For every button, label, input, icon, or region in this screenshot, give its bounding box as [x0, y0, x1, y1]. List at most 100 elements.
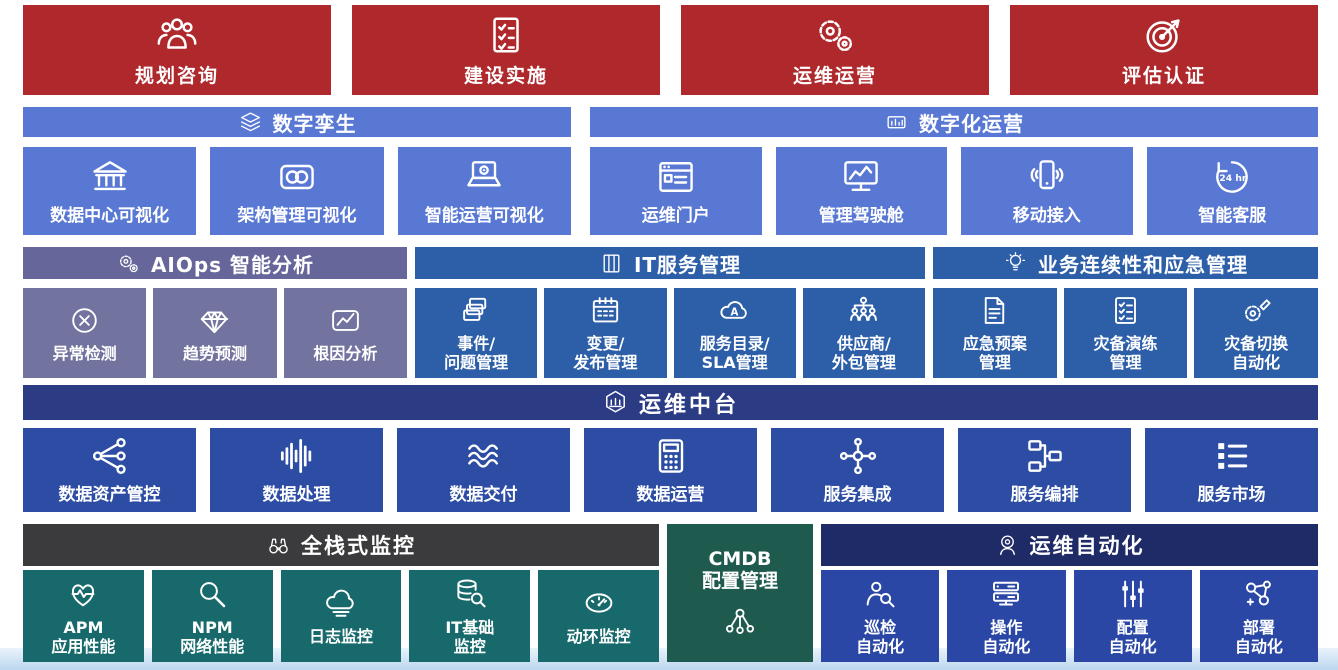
cmdb-label: CMDB 配置管理 — [701, 547, 778, 592]
digital-ops-section: 数字化运营 运维门户管理驾驶舱移动接入智能客服 — [590, 107, 1318, 235]
service-24h-icon — [1210, 155, 1254, 199]
monitor-chart-icon — [839, 155, 883, 199]
tile-emergency-plan-management: 应急预案 管理 — [933, 288, 1057, 378]
tile-label: 智能客服 — [1198, 206, 1267, 227]
tile-data-delivery: 数据交付 — [397, 428, 570, 512]
tile-log-monitoring: 日志监控 — [280, 570, 402, 662]
nodes-cross-icon — [836, 434, 880, 478]
tile-it-infrastructure-monitoring: IT基础 监控 — [409, 570, 531, 662]
tile-label: 日志监控 — [308, 627, 373, 647]
tile-label: 配置 自动化 — [1108, 617, 1157, 656]
tile-label: NPM 网络性能 — [180, 617, 245, 656]
waveform-icon — [275, 434, 319, 478]
bcm-section: 业务连续性和应急管理 应急预案 管理 灾备演练 管理 灾备切换 自动化 — [933, 247, 1319, 378]
middle-platform-tiles: 数据资产管控 数据处理 数据交付数据运营 服务集成 服务编排 服务市场 — [23, 428, 1318, 512]
tile-label: 数据运营 — [636, 485, 705, 506]
itsm-header-label: IT服务管理 — [633, 252, 742, 277]
tile-service-catalog-sla: 服务目录/ SLA管理 — [673, 288, 796, 378]
venn-box-icon — [275, 155, 319, 199]
tile-label: 数据资产管控 — [58, 485, 161, 506]
lifecycle-row: 规划咨询建设实施运维运营评估认证 — [23, 5, 1318, 95]
aiops-header-label: AIOps 智能分析 — [150, 252, 315, 277]
digital-sections: 数字孪生 数据中心可视化架构管理可视化智能运营可视化 数字化运营 运维门户管理驾… — [23, 107, 1318, 235]
org-tree-icon — [846, 293, 881, 328]
tile-label: 巡检 自动化 — [856, 617, 905, 656]
monitoring-header: 全栈式监控 — [23, 524, 659, 566]
bulb-icon — [1003, 251, 1028, 276]
bcm-header: 业务连续性和应急管理 — [933, 247, 1318, 279]
tile-label: 服务目录/ SLA管理 — [699, 334, 770, 372]
tile-label: 应急预案 管理 — [962, 334, 1027, 372]
tile-label: 趋势预测 — [182, 343, 247, 363]
circle-x-icon — [67, 303, 102, 338]
tile-service-orchestration: 服务编排 — [958, 428, 1131, 512]
tile-label: 服务编排 — [1010, 485, 1079, 506]
bcm-header-label: 业务连续性和应急管理 — [1038, 252, 1248, 277]
calculator-icon — [649, 434, 693, 478]
digital-twin-section: 数字孪生 数据中心可视化架构管理可视化智能运营可视化 — [23, 107, 571, 235]
it-ops-architecture-board: 规划咨询建设实施运维运营评估认证 数字孪生 数据中心可视化架构管理可视化智能运营… — [23, 5, 1319, 662]
tile-label: 数据处理 — [262, 485, 331, 506]
tile-incident-problem-management: 事件/ 问题管理 — [415, 288, 538, 378]
diamond-icon — [197, 303, 232, 338]
tile-label: 部署 自动化 — [1234, 617, 1283, 656]
tile-label: 服务集成 — [823, 485, 892, 506]
tile-planning-consulting: 规划咨询 — [23, 5, 331, 95]
bottom-sections: 全栈式监控 APM 应用性能 NPM 网络性能 日志监控 IT基础 监控 动环监控 CM… — [23, 524, 1318, 662]
aiops-section: AIOps 智能分析 异常检测趋势预测根因分析 — [23, 247, 407, 378]
tile-label: 智能运营可视化 — [424, 206, 544, 227]
tile-label: 灾备演练 管理 — [1093, 334, 1158, 372]
automation-header: 运维自动化 — [821, 524, 1318, 566]
clipboard-check-icon — [483, 12, 529, 58]
tile-dr-drill-management: 灾备演练 管理 — [1063, 288, 1188, 378]
dashboard-icon — [884, 110, 909, 135]
tile-label: 运维门户 — [641, 206, 710, 227]
tile-ops-portal: 运维门户 — [590, 147, 762, 235]
automation-section: 运维自动化 巡检 自动化 操作 自动化 配置 自动化 部署 自动化 — [821, 524, 1318, 662]
share-branch-icon — [88, 434, 132, 478]
cards-icon — [459, 293, 494, 328]
tile-root-cause-analysis: 根因分析 — [283, 288, 407, 378]
checklist-small-icon — [1108, 293, 1143, 328]
monitoring-tiles: APM 应用性能 NPM 网络性能 日志监控 IT基础 监控 动环监控 — [23, 570, 659, 662]
bank-icon — [88, 155, 132, 199]
tile-service-market: 服务市场 — [1145, 428, 1318, 512]
tile-architecture-visualization: 架构管理可视化 — [210, 147, 384, 235]
layers-icon — [238, 110, 263, 135]
tile-datacenter-visualization: 数据中心可视化 — [23, 147, 197, 235]
tile-label: 事件/ 问题管理 — [444, 334, 509, 372]
tile-supplier-outsourcing: 供应商/ 外包管理 — [802, 288, 925, 378]
tile-label: 运维运营 — [792, 65, 877, 88]
browser-icon — [654, 155, 698, 199]
digital-ops-header: 数字化运营 — [590, 107, 1318, 137]
flow-boxes-icon — [1023, 434, 1067, 478]
tile-label: 操作 自动化 — [982, 617, 1031, 656]
tile-npm: NPM 网络性能 — [151, 570, 273, 662]
list-squares-icon — [1210, 434, 1254, 478]
tile-label: 规划咨询 — [134, 65, 219, 88]
tile-apm: APM 应用性能 — [23, 570, 144, 662]
tile-label: 架构管理可视化 — [237, 206, 357, 227]
tile-label: 动环监控 — [566, 627, 631, 647]
tile-data-processing: 数据处理 — [210, 428, 383, 512]
tile-change-release-management: 变更/ 发布管理 — [544, 288, 667, 378]
bcm-tiles: 应急预案 管理 灾备演练 管理 灾备切换 自动化 — [933, 288, 1319, 378]
phone-signal-icon — [1025, 155, 1069, 199]
gear-pencil-icon — [1239, 293, 1274, 328]
laptop-gear-icon — [462, 155, 506, 199]
monitoring-section: 全栈式监控 APM 应用性能 NPM 网络性能 日志监控 IT基础 监控 动环监控 — [23, 524, 659, 662]
cloud-lines-icon — [323, 585, 359, 621]
tile-label: 灾备切换 自动化 — [1224, 334, 1289, 372]
automation-tiles: 巡检 自动化 操作 自动化 配置 自动化 部署 自动化 — [821, 570, 1318, 662]
tile-deployment-automation: 部署 自动化 — [1199, 570, 1318, 662]
tile-label: IT基础 监控 — [445, 617, 495, 656]
middle-platform-header: 运维中台 — [23, 385, 1318, 420]
itsm-section: IT服务管理 事件/ 问题管理变更/ 发布管理服务目录/ SLA管理供应商/ 外… — [415, 247, 925, 378]
people-group-icon — [154, 12, 200, 58]
tile-label: APM 应用性能 — [51, 617, 116, 656]
hex-building-icon — [602, 389, 629, 416]
gauge-icon — [581, 585, 617, 621]
tile-management-cockpit: 管理驾驶舱 — [775, 147, 947, 235]
tile-label: 根因分析 — [313, 343, 378, 363]
head-gear-icon — [995, 533, 1020, 558]
